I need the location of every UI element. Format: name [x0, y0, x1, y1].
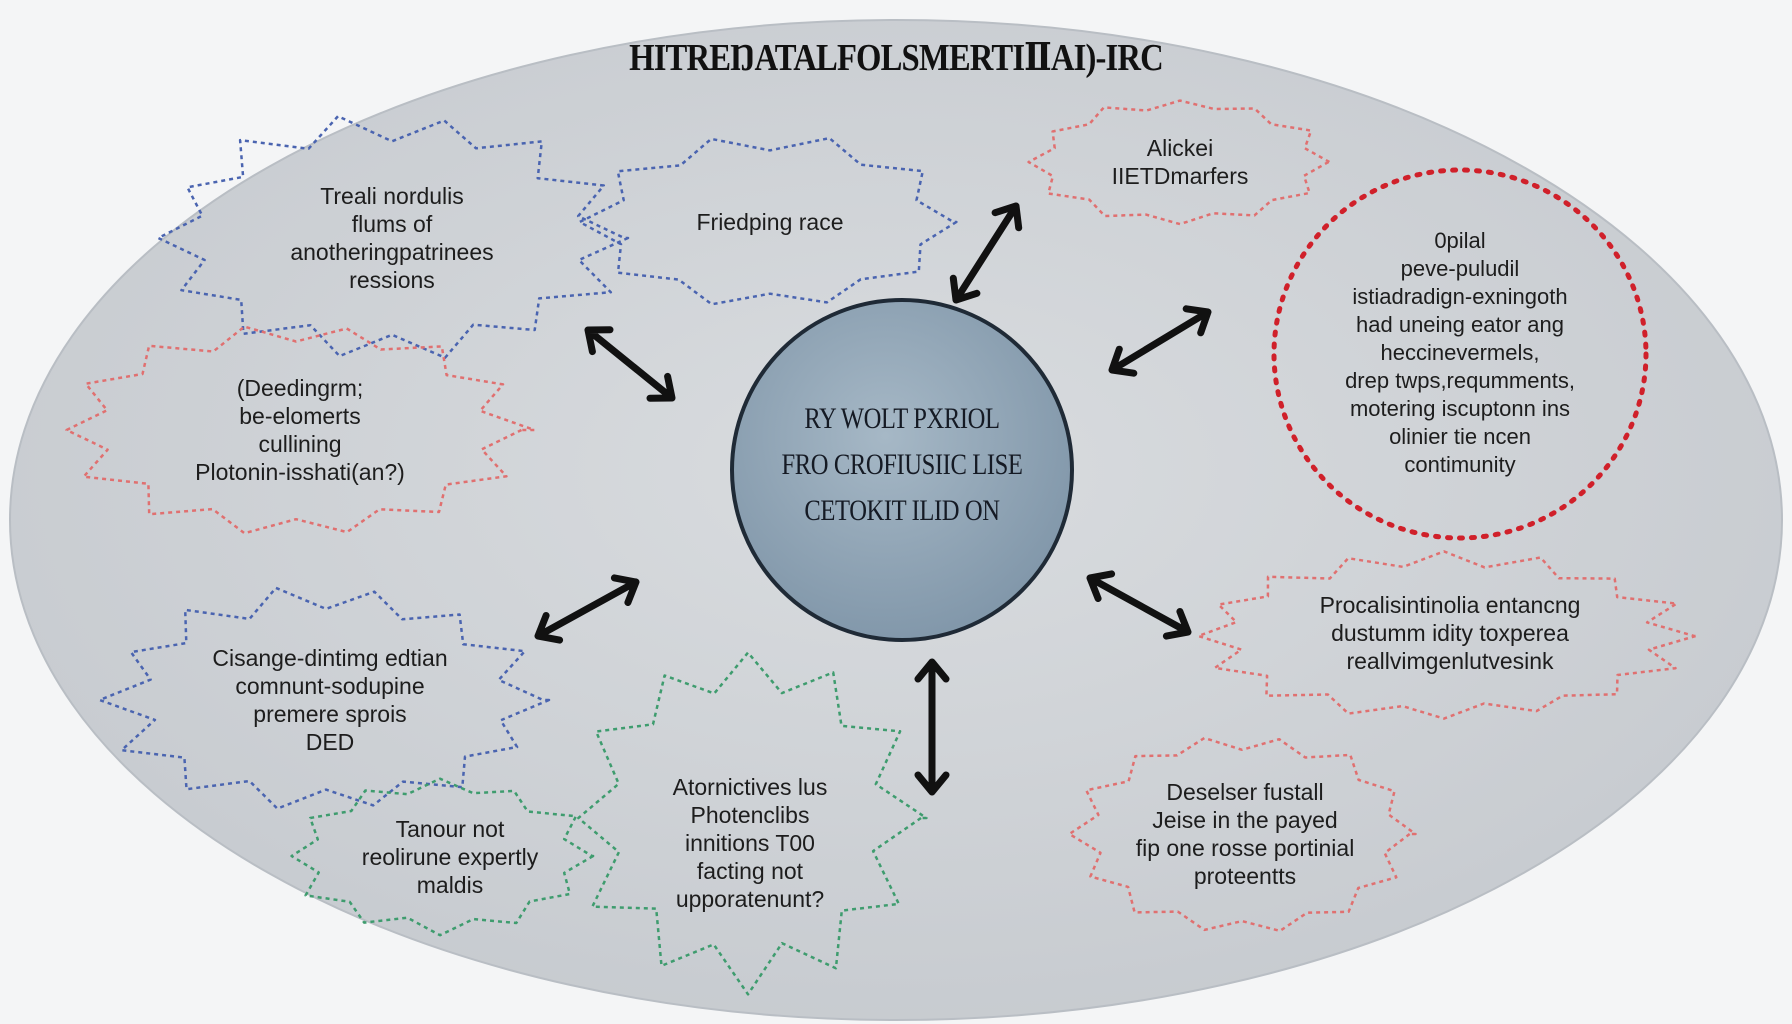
node-bottom-left-outline: [98, 586, 551, 810]
node-right-outline: [1197, 550, 1697, 720]
node-top-left-outline: [157, 114, 630, 359]
node-top-center-outline: [578, 136, 958, 306]
node-bottom-left-small-outline: [290, 777, 595, 937]
node-bottom-right-outline: [1068, 736, 1417, 933]
node-top-right-outline: [1027, 99, 1331, 226]
node-top-center-label: Friedping race: [696, 209, 844, 235]
node-right-circle-label: 0pilal peve-puludil istiadradign-exningo…: [1345, 228, 1575, 477]
center-node-label: RY WOLT PXRIOL FRO CROFIUSIIC LISE CETOK…: [781, 402, 1023, 527]
arrow-to-left: [584, 326, 676, 402]
node-bottom-left-small-label: Tanour not reolirune expertly maldis: [361, 816, 539, 898]
node-right-label: Procalisintinolia entancng dustumm idity…: [1319, 592, 1581, 674]
arrow-to-top-center: [949, 202, 1023, 304]
center-node: [730, 298, 1074, 642]
node-top-right-label: Alickei IIETDmarfers: [1111, 135, 1249, 189]
arrow-to-bottom-left: [534, 574, 640, 644]
arrow-to-bottom-center: [914, 658, 950, 796]
node-bottom-center-label: Atornictives lus Photenclibs innitions T…: [672, 774, 828, 912]
node-top-left-label: Treali nordulis flums of anotheringpatri…: [290, 183, 494, 293]
node-left-outline: [65, 325, 536, 535]
diagram-title: HITREŊATALFOLSMERTIⅡAI)-IRC: [629, 37, 1164, 79]
node-bottom-right-label: Deselser fustall Jeise in the payed fip …: [1135, 779, 1355, 889]
node-bottom-center-outline: [577, 651, 928, 996]
arrow-to-right-circle: [1108, 305, 1212, 377]
node-left-label: (Deedingrm; be-elomerts cullining Ploton…: [195, 375, 405, 485]
node-right-circle-outline: [1271, 167, 1649, 541]
arrow-to-right: [1086, 570, 1192, 640]
node-bottom-left-label: Cisange-dintimg edtian comnunt-sodupine …: [212, 645, 448, 755]
